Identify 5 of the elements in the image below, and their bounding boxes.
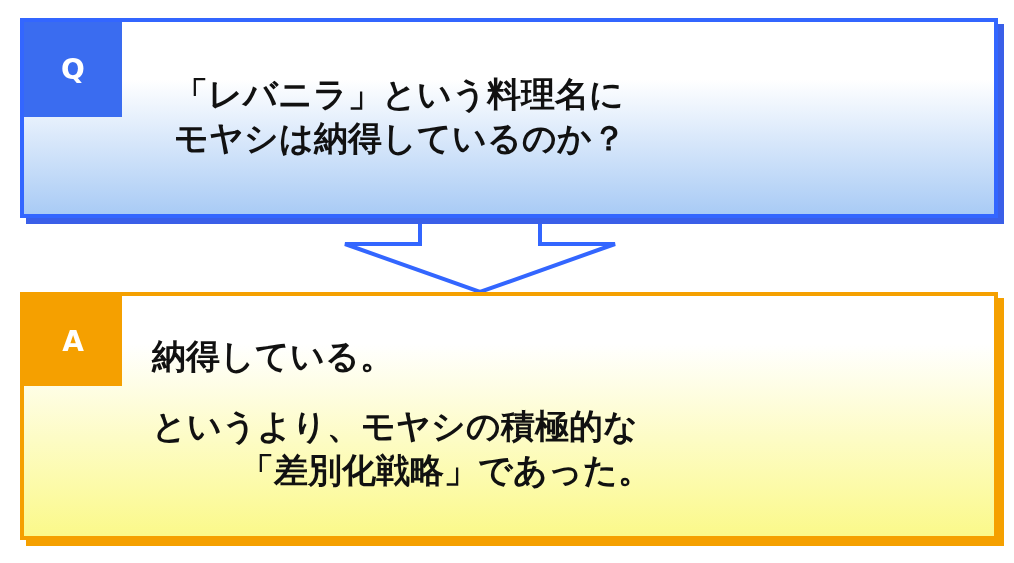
- question-text: 「レバニラ」という料理名にモヤシは納得しているのか？: [174, 73, 627, 161]
- answer-text: というより、モヤシの積極的な「差別化戦略」であった。: [152, 405, 652, 493]
- answer-text: 納得している。: [152, 335, 395, 378]
- answer-tab: A: [24, 296, 122, 386]
- question-tab: Q: [24, 22, 122, 117]
